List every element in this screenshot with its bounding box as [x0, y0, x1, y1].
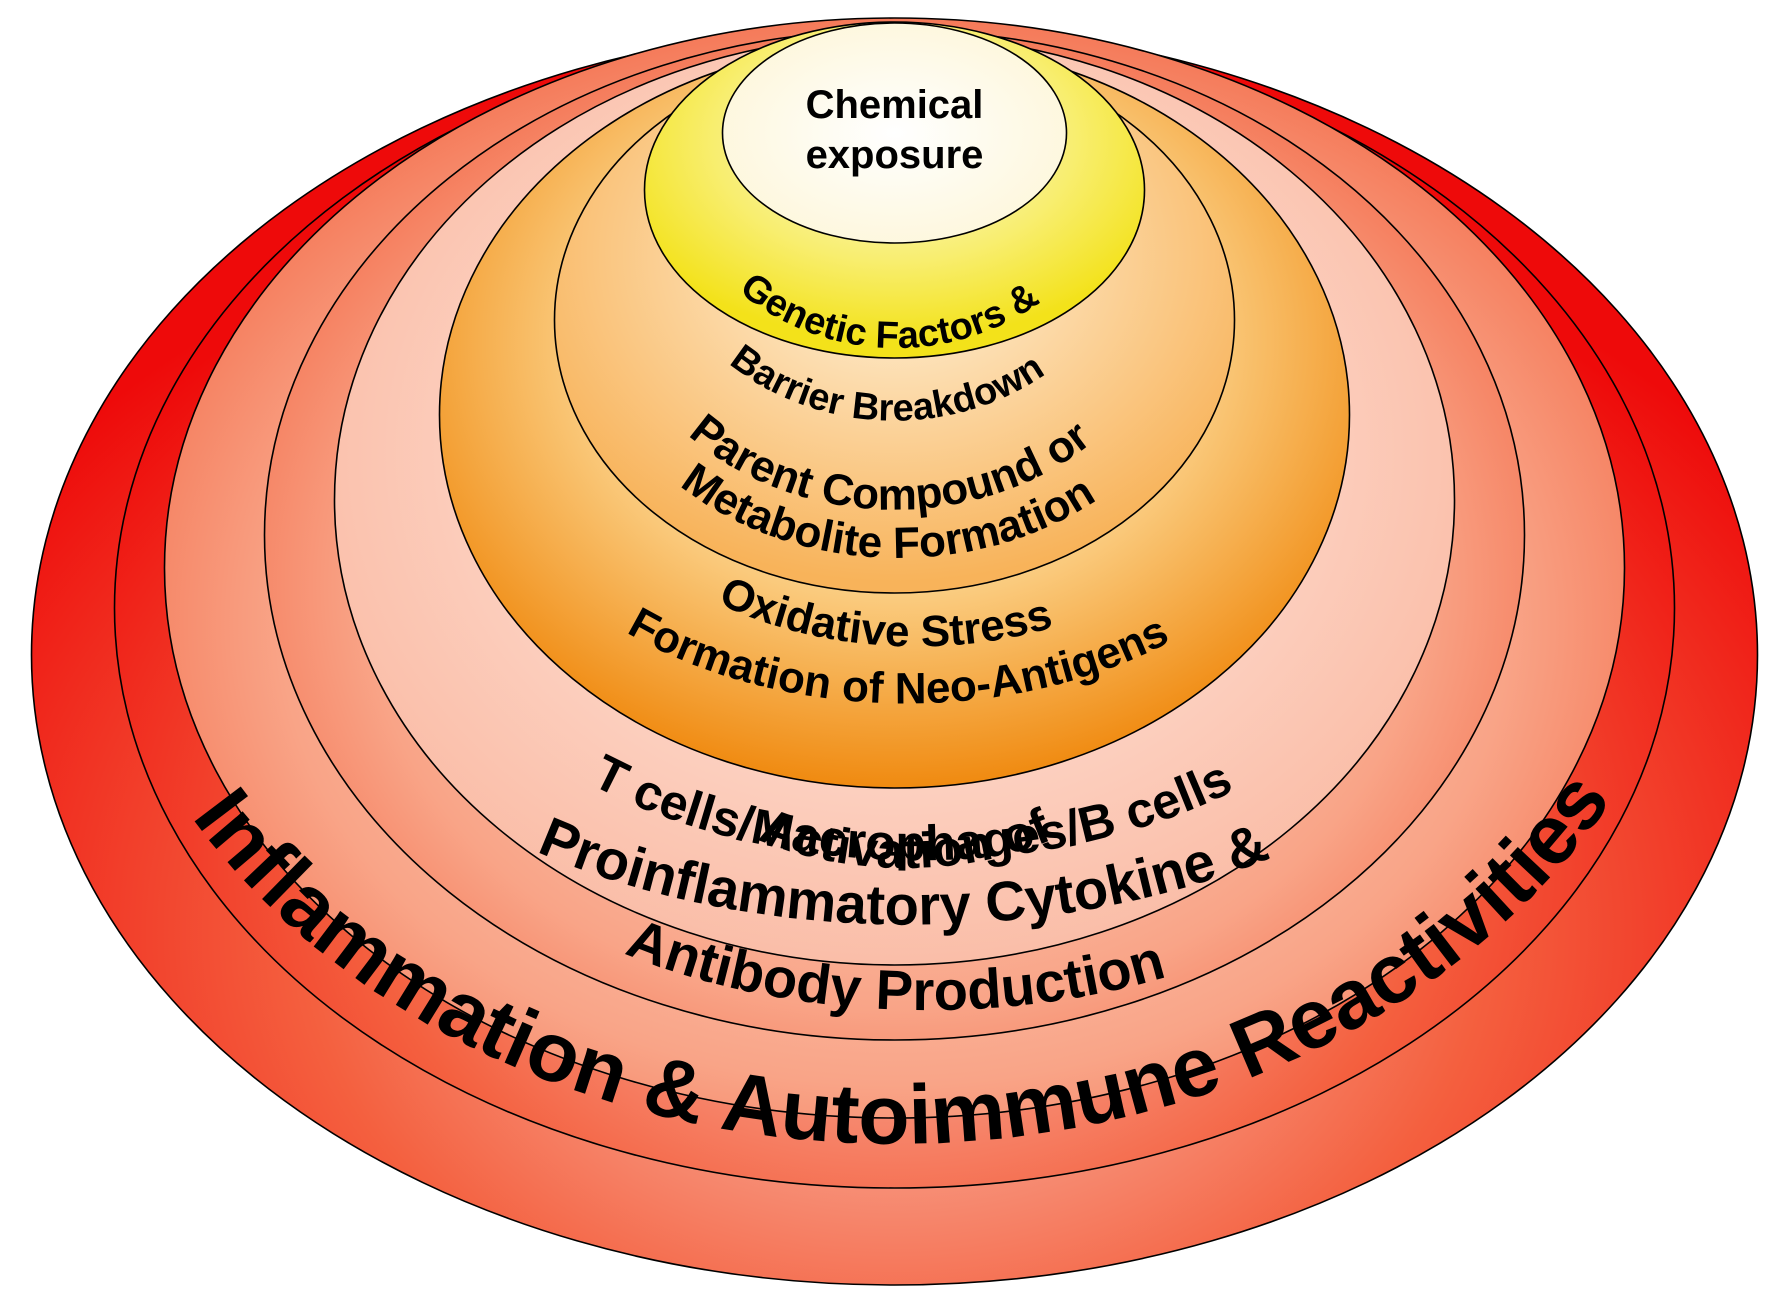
- center-label-line2: exposure: [806, 133, 984, 177]
- center-label-line1: Chemical: [806, 83, 984, 127]
- center-circle: [721, 22, 1068, 244]
